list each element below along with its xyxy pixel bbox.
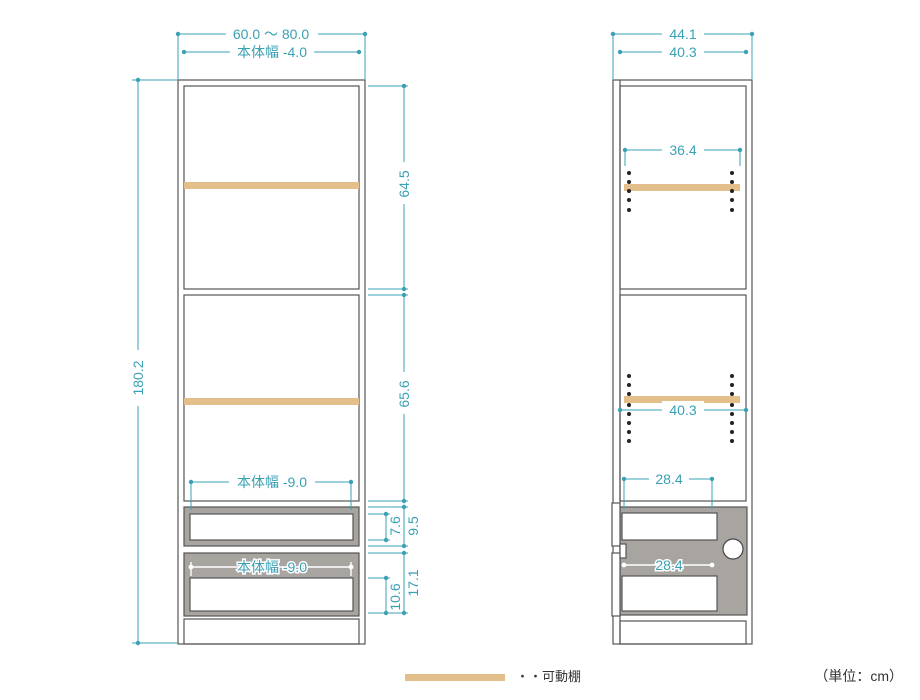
front-height-label: 180.2	[130, 360, 146, 395]
legend-shelf-swatch	[405, 674, 505, 681]
front-outer-frame	[177, 79, 366, 645]
front-top-width-label: 60.0 〜 80.0	[233, 26, 309, 42]
front-inner-width-dimension: 本体幅 -4.0	[181, 43, 362, 61]
legend: ・・可動棚	[405, 669, 581, 684]
side-depth-dimension: 44.1	[610, 25, 755, 80]
side-inner-depth-label: 40.3	[669, 44, 696, 60]
front-upper-height-label: 64.5	[396, 170, 412, 197]
side-view: 44.1 40.3 36.4 40.3	[610, 25, 755, 645]
side-drawer1-depth-label: 28.4	[655, 471, 682, 487]
front-drawer-2-face	[189, 577, 354, 612]
side-drawer1-depth-dimension: 28.4	[621, 470, 715, 509]
side-peg-holes-lower	[627, 374, 734, 443]
side-plinth	[619, 620, 747, 645]
side-peg-holes-upper	[627, 171, 734, 212]
front-drawer1-inner-label: 7.6	[387, 516, 403, 536]
side-drawer-handle	[619, 543, 627, 559]
front-upper-height-dimension: 64.5	[368, 83, 414, 292]
front-drawer1-height-dimension: 7.6 9.5	[368, 504, 421, 549]
side-middle-depth-dimension: 40.3	[617, 401, 749, 419]
side-depth-label: 44.1	[669, 26, 696, 42]
side-drawer-2-front	[611, 552, 621, 617]
front-drawer-width-label-1: 本体幅 -9.0	[237, 474, 307, 490]
side-drawer2-depth-dimension: 28.4	[621, 556, 715, 575]
front-drawer1-outer-label: 9.5	[405, 516, 421, 536]
side-drawer-1-box	[621, 512, 718, 541]
front-top-width-dimension: 60.0 〜 80.0	[175, 25, 368, 80]
side-shelf-depth-label: 36.4	[669, 142, 696, 158]
side-shelf-depth-dimension: 36.4	[622, 141, 743, 166]
legend-shelf-label: ・・可動棚	[516, 669, 581, 684]
front-drawer-1-face	[189, 513, 354, 541]
side-middle-depth-label: 40.3	[669, 402, 696, 418]
front-drawer2-outer-label: 17.1	[405, 569, 421, 596]
side-movable-shelf-2	[624, 396, 740, 403]
front-movable-shelf-2	[184, 398, 359, 405]
front-middle-height-label: 65.6	[396, 380, 412, 407]
front-drawer-width-dimension-1: 本体幅 -9.0	[188, 473, 354, 510]
side-drawer-2-box	[621, 575, 718, 612]
front-movable-shelf-1	[184, 182, 359, 189]
front-drawer-width-dimension-2: 本体幅 -9.0	[188, 558, 354, 577]
side-drawer-1-front	[611, 502, 621, 547]
unit-label: （単位：cm）	[814, 668, 903, 684]
front-drawer-width-label-2: 本体幅 -9.0	[237, 559, 307, 575]
front-inner-width-label: 本体幅 -4.0	[237, 44, 307, 60]
front-drawer2-inner-label: 10.6	[387, 583, 403, 610]
front-plinth	[183, 618, 360, 645]
front-middle-height-dimension: 65.6	[368, 292, 414, 504]
front-view: 60.0 〜 80.0 本体幅 -4.0 180.2	[129, 25, 421, 646]
front-height-dimension: 180.2	[129, 77, 178, 646]
side-drawer2-depth-label: 28.4	[655, 557, 682, 573]
side-movable-shelf-1	[624, 184, 740, 191]
side-inner-depth-dimension: 40.3	[617, 43, 749, 61]
front-drawer2-height-dimension: 10.6 17.1	[368, 550, 421, 616]
side-cable-hole-icon	[722, 538, 744, 560]
